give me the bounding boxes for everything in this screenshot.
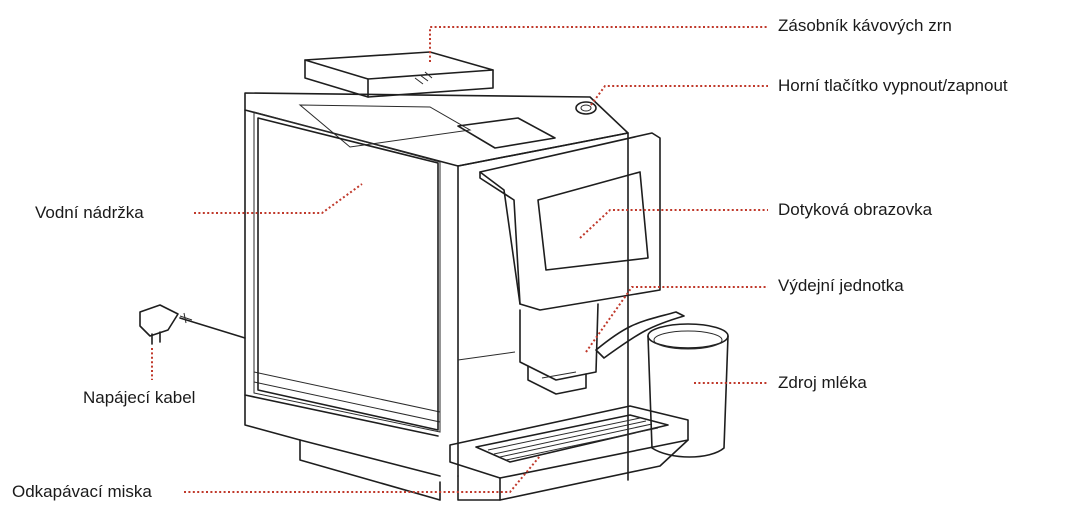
leader-touch-screen [579, 209, 768, 239]
dispensing-unit [519, 303, 599, 395]
label-power-cable: Napájecí kabel [83, 388, 196, 407]
leader-dispenser [585, 286, 768, 353]
leader-bean-hopper [429, 26, 768, 62]
label-touch-screen: Dotyková obrazovka [778, 200, 933, 219]
label-bean-hopper: Zásobník kávových zrn [778, 16, 952, 35]
coffee-machine-illustration [139, 51, 729, 501]
label-milk-source: Zdroj mléka [778, 373, 867, 392]
leader-lines [151, 26, 768, 493]
power-button [575, 101, 597, 115]
water-tank [257, 117, 439, 431]
leader-water-tank [194, 183, 363, 214]
power-cable [139, 304, 246, 345]
leader-drip-tray [184, 455, 541, 493]
label-dispenser: Výdejní jednotka [778, 276, 904, 295]
drip-tray [449, 405, 689, 501]
leader-power-button [590, 85, 768, 106]
bean-hopper [304, 51, 494, 98]
label-drip-tray: Odkapávací miska [12, 482, 152, 501]
label-power-button: Horní tlačítko vypnout/zapnout [778, 76, 1008, 95]
label-water-tank: Vodní nádržka [35, 203, 144, 222]
milk-container [647, 323, 729, 458]
touch-screen [479, 132, 661, 311]
